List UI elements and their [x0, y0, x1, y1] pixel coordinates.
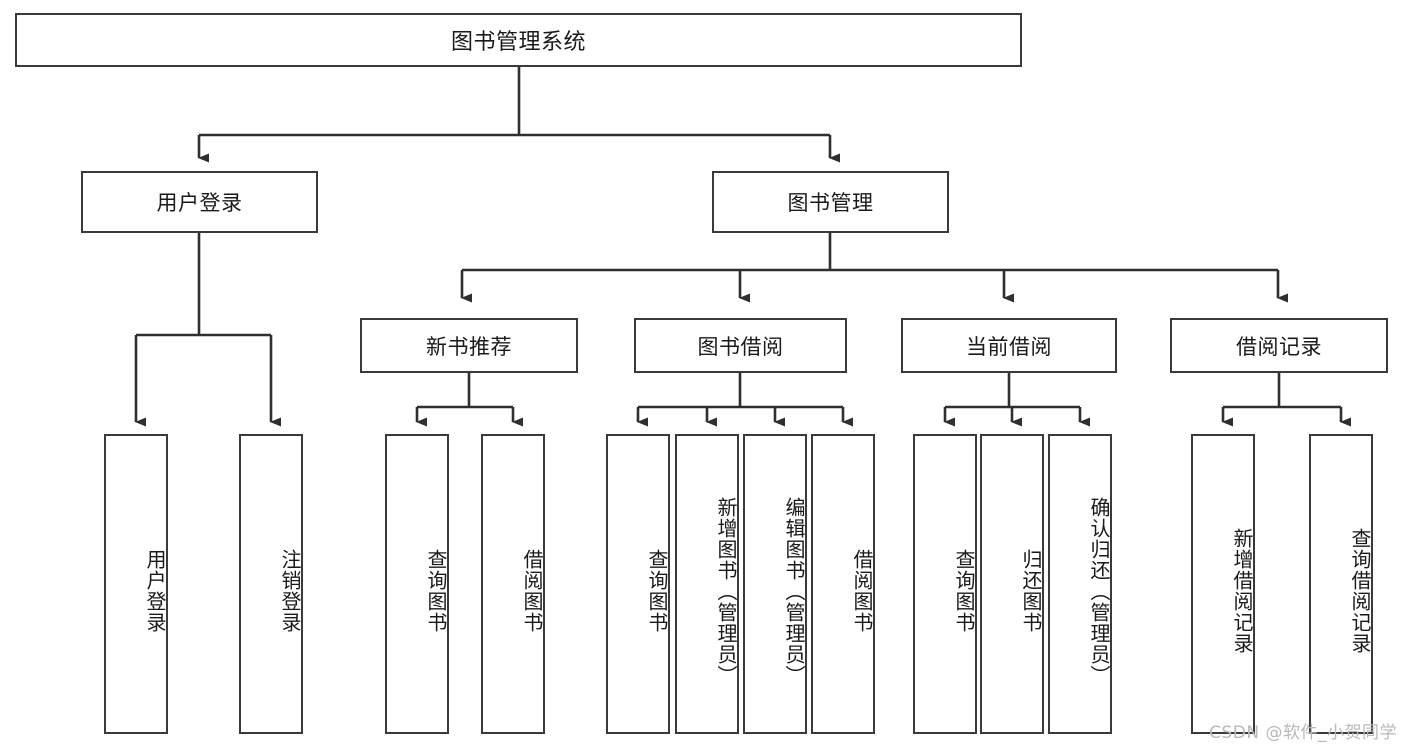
node-label: 新增图书（管理员） — [714, 496, 738, 686]
leaf-user-login-signout[interactable]: 注销登录 — [239, 434, 303, 734]
leaf-borrow-borrow-book[interactable]: 借阅图书 — [811, 434, 875, 734]
leaf-recommend-query-book[interactable]: 查询图书 — [385, 434, 449, 734]
node-label: 图书管理系统 — [450, 30, 586, 55]
node-label: 注销登录 — [278, 549, 302, 633]
node-book-borrow[interactable]: 图书借阅 — [634, 318, 847, 373]
leaf-borrow-query-book[interactable]: 查询图书 — [606, 434, 670, 734]
node-label: 查询图书 — [424, 549, 448, 633]
node-label: 借阅图书 — [850, 549, 874, 633]
node-user-login[interactable]: 用户登录 — [81, 171, 318, 233]
node-label: 借阅图书 — [520, 549, 544, 633]
node-label: 确认归还（管理员） — [1087, 496, 1111, 686]
leaf-current-return-book[interactable]: 归还图书 — [980, 434, 1044, 734]
node-root-system[interactable]: 图书管理系统 — [15, 13, 1022, 67]
node-label: 新书推荐 — [426, 334, 512, 359]
node-label: 借阅记录 — [1236, 334, 1322, 359]
leaf-user-login-signin[interactable]: 用户登录 — [104, 434, 168, 734]
leaf-borrow-edit-book-admin[interactable]: 编辑图书（管理员） — [743, 434, 807, 734]
node-label: 查询借阅记录 — [1348, 528, 1372, 654]
node-label: 用户登录 — [143, 549, 167, 633]
leaf-borrow-add-book-admin[interactable]: 新增图书（管理员） — [675, 434, 739, 734]
node-label: 新增借阅记录 — [1230, 528, 1254, 654]
node-label: 当前借阅 — [966, 334, 1052, 359]
node-new-book-recommend[interactable]: 新书推荐 — [360, 318, 578, 373]
leaf-current-confirm-return-admin[interactable]: 确认归还（管理员） — [1048, 434, 1112, 734]
leaf-record-add-record[interactable]: 新增借阅记录 — [1191, 434, 1255, 734]
node-label: 图书借阅 — [697, 334, 784, 359]
watermark: CSDN @软件_小贺同学 — [1209, 723, 1397, 743]
node-label: 归还图书 — [1019, 549, 1043, 633]
node-label: 图书管理 — [787, 191, 874, 215]
node-label: 查询图书 — [645, 549, 669, 633]
node-current-borrow[interactable]: 当前借阅 — [901, 318, 1117, 373]
node-label: 编辑图书（管理员） — [782, 496, 806, 686]
node-label: 用户登录 — [156, 191, 243, 215]
node-borrow-record[interactable]: 借阅记录 — [1170, 318, 1388, 373]
leaf-current-query-book[interactable]: 查询图书 — [913, 434, 977, 734]
leaf-record-query-record[interactable]: 查询借阅记录 — [1309, 434, 1373, 734]
node-book-management[interactable]: 图书管理 — [712, 171, 949, 233]
node-label: 查询图书 — [952, 549, 976, 633]
leaf-recommend-borrow-book[interactable]: 借阅图书 — [481, 434, 545, 734]
